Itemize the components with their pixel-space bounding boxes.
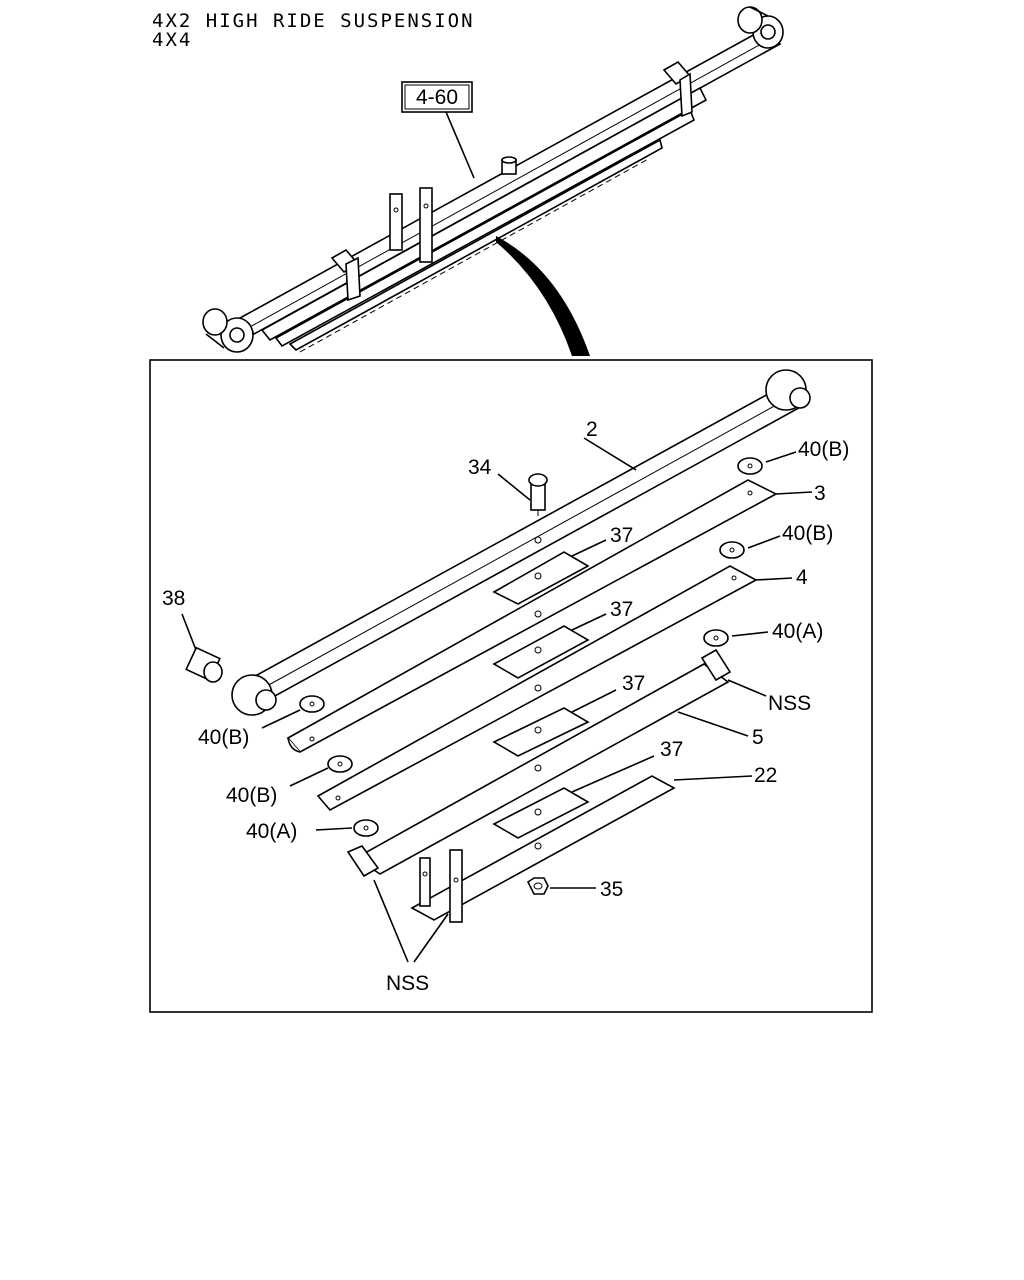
callout-3: 3 (814, 482, 826, 505)
leaf-3 (286, 479, 778, 754)
main-leaf-2 (231, 369, 811, 716)
pad-37-2 (492, 625, 590, 679)
leader-lines (181, 437, 813, 963)
callout-40b-right-2: 40(B) (782, 522, 833, 545)
nut-35 (526, 877, 549, 895)
callout-nss-bottom: NSS (386, 972, 429, 995)
callout-34: 34 (468, 456, 492, 479)
detail-frame (149, 359, 873, 1013)
washer-40a-left (353, 819, 379, 837)
callout-22: 22 (754, 764, 777, 787)
callout-40a-left: 40(A) (246, 820, 297, 843)
pad-37-1 (492, 551, 590, 605)
pad-37-3 (492, 707, 590, 757)
header-line-1: 4X2 HIGH RIDE SUSPENSION (152, 10, 475, 32)
bottom-plate-22 (410, 775, 676, 923)
diagram-header: 4X2 HIGH RIDE SUSPENSION 4X4 (152, 12, 475, 50)
callout-40b-left-1: 40(B) (198, 726, 249, 749)
washer-40b-left-1 (299, 695, 325, 713)
ref-label: 4-60 (416, 86, 458, 109)
washer-40b-right-2 (719, 541, 745, 559)
callout-38: 38 (162, 587, 185, 610)
leaf-5 (346, 648, 732, 878)
callout-37-3: 37 (622, 672, 645, 695)
header-line-2: 4X4 (152, 29, 193, 51)
callout-40b-right-1: 40(B) (798, 438, 849, 461)
washer-40b-left-2 (327, 755, 353, 773)
assembled-leaf-spring: 4-60 (202, 6, 784, 353)
callout-37-4: 37 (660, 738, 683, 761)
callout-40b-left-2: 40(B) (226, 784, 277, 807)
callout-35: 35 (600, 878, 623, 901)
washer-40b-right-1 (737, 457, 763, 475)
callout-4: 4 (796, 566, 808, 589)
ref-label-box (401, 81, 473, 113)
callout-40a-right: 40(A) (772, 620, 823, 643)
callout-37-1: 37 (610, 524, 633, 547)
washer-40a-right (703, 629, 729, 647)
detail-pointer-arrow (496, 236, 590, 356)
callout-nss-right: NSS (768, 692, 811, 715)
callout-2: 2 (586, 418, 598, 441)
callout-5: 5 (752, 726, 764, 749)
center-bolt-34 (528, 473, 548, 516)
callout-37-2: 37 (610, 598, 633, 621)
bushing-38 (185, 646, 223, 683)
